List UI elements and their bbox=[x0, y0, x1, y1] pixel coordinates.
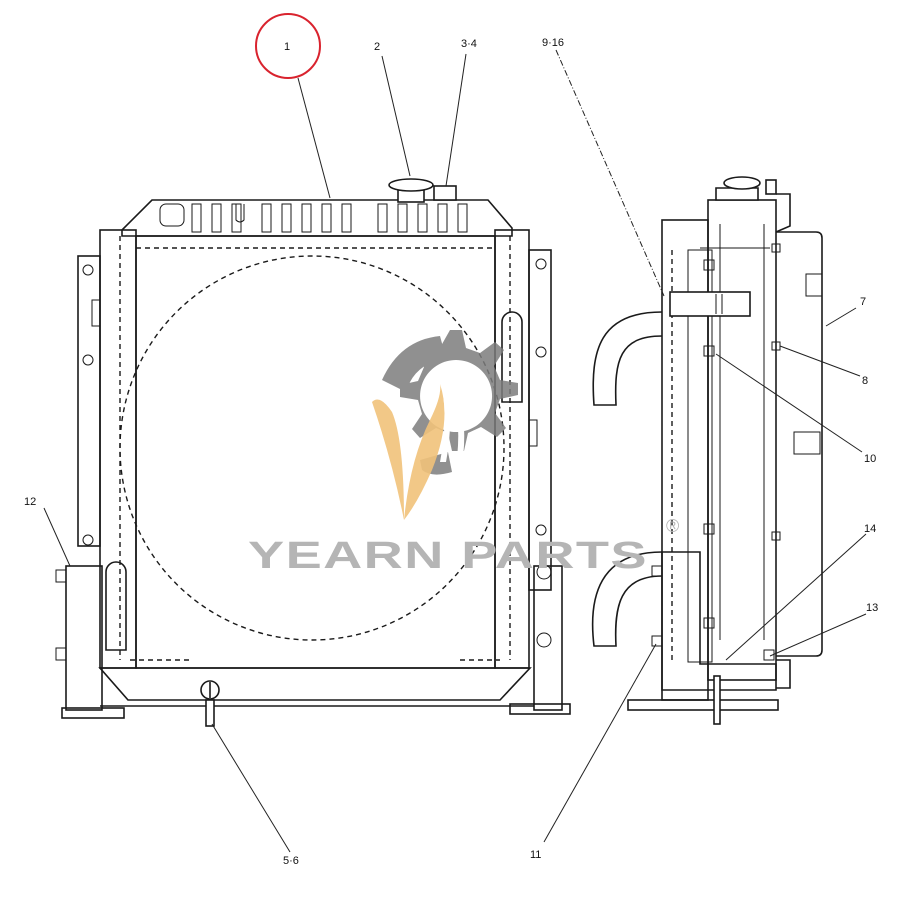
callout-13: 13 bbox=[866, 602, 878, 614]
top-tank bbox=[121, 199, 513, 237]
highlight-circle bbox=[255, 13, 321, 79]
callout-3-4: 3·4 bbox=[461, 38, 477, 50]
left-lower-slot bbox=[105, 561, 127, 651]
radiator-cap bbox=[388, 178, 434, 192]
fan-shroud-outline bbox=[119, 255, 505, 641]
brand-watermark: YEARN PARTS ® bbox=[248, 330, 679, 577]
bracket-bolts bbox=[82, 258, 552, 648]
radiator-front-view bbox=[55, 178, 571, 727]
side-core bbox=[707, 199, 777, 681]
lower-hose bbox=[591, 551, 663, 647]
radiator-side-view bbox=[591, 176, 823, 725]
right-upper-slot bbox=[501, 311, 523, 403]
callout-7: 7 bbox=[860, 296, 866, 308]
overflow-pipe bbox=[433, 185, 457, 201]
callout-8: 8 bbox=[862, 375, 868, 387]
callout-14: 14 bbox=[864, 523, 876, 535]
callout-labels: 1 2 3·4 9·16 7 8 10 12 14 13 5·6 11 bbox=[24, 37, 878, 867]
side-foot bbox=[627, 699, 779, 711]
bottom-tank bbox=[98, 667, 532, 701]
callout-10: 10 bbox=[864, 453, 876, 465]
top-tank-fins bbox=[159, 203, 468, 233]
core-clamp-band bbox=[669, 291, 751, 317]
brand-watermark-text: YEARN PARTS bbox=[248, 535, 648, 577]
right-side-column bbox=[494, 229, 530, 669]
side-drain bbox=[713, 675, 721, 725]
leaf-icon bbox=[372, 384, 445, 520]
callout-5-6: 5·6 bbox=[283, 855, 299, 867]
side-cap bbox=[723, 176, 761, 190]
side-filler-neck bbox=[715, 187, 759, 201]
right-foot bbox=[509, 703, 571, 715]
upper-hose bbox=[592, 311, 663, 406]
left-bracket bbox=[77, 255, 101, 547]
callout-11: 11 bbox=[530, 849, 541, 861]
leader-lines bbox=[43, 49, 867, 853]
callout-9-16: 9·16 bbox=[542, 37, 564, 49]
fan-shroud-side bbox=[776, 231, 823, 657]
left-foot bbox=[61, 707, 125, 719]
radiator-core bbox=[135, 235, 496, 669]
callout-12: 12 bbox=[24, 496, 36, 508]
left-support-block bbox=[65, 565, 103, 711]
side-lower-bracket bbox=[661, 551, 777, 691]
callout-1: 1 bbox=[284, 41, 290, 53]
callout-2: 2 bbox=[374, 41, 380, 53]
drain-plug bbox=[205, 699, 215, 727]
right-support-block bbox=[533, 565, 563, 711]
gear-icon bbox=[382, 330, 518, 475]
registered-mark: ® bbox=[666, 516, 679, 536]
